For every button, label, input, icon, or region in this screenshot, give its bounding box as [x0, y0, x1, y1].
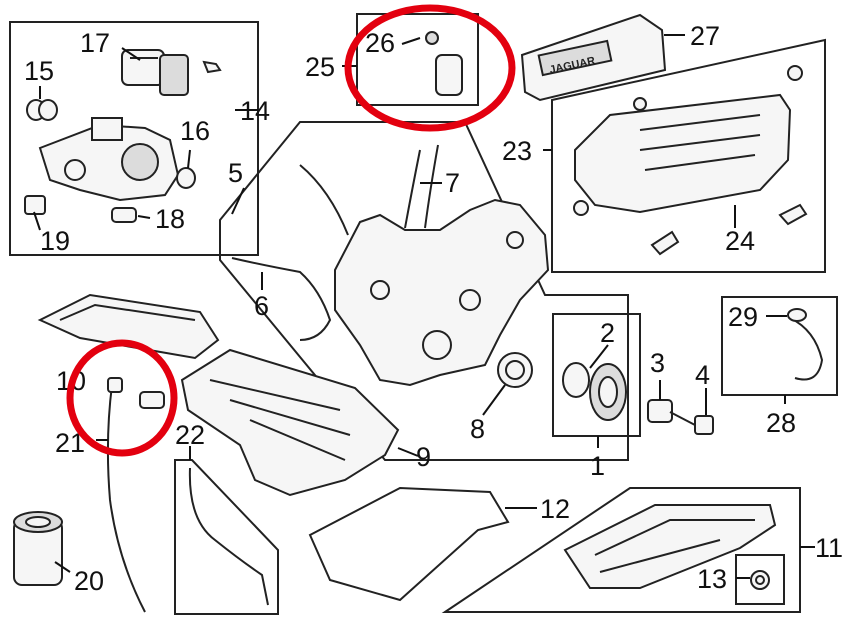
callout-7: 7 — [445, 168, 460, 198]
thermostat-housing-assembly — [38, 117, 180, 202]
engine-cover-27: JAGUAR — [520, 13, 667, 102]
lower-oil-pan-11 — [563, 504, 777, 589]
group-box-valve-cover — [551, 38, 826, 273]
thermostat-part-17 — [121, 49, 189, 96]
callout-24: 24 — [725, 226, 755, 256]
clip-16 — [176, 167, 196, 189]
sensor-3 — [647, 399, 673, 423]
connector-4 — [669, 411, 714, 435]
bolt-small-top — [202, 60, 222, 74]
group-box-bolt — [735, 554, 785, 605]
group-box-oil-pan — [441, 487, 801, 613]
group-box-hose — [721, 296, 838, 396]
breather-valve — [425, 31, 463, 96]
callout-6: 6 — [254, 291, 269, 321]
hose-28 — [787, 308, 824, 381]
callout-26: 26 — [365, 28, 395, 58]
callout-29: 29 — [728, 302, 758, 332]
callout-11: 11 — [815, 533, 843, 563]
callout-25: 25 — [305, 52, 335, 82]
callout-15: 15 — [24, 56, 54, 86]
tube-bracket — [139, 391, 165, 409]
highlight-circle-dipstick — [66, 339, 178, 457]
callout-2: 2 — [600, 318, 615, 348]
callout-19: 19 — [40, 226, 70, 256]
plug-19 — [24, 195, 46, 215]
sensor-18 — [111, 207, 137, 223]
highlight-circle-breather — [344, 4, 516, 132]
callout-1: 1 — [590, 451, 605, 481]
seal-ring-15 — [26, 99, 58, 121]
callout-8: 8 — [470, 414, 485, 444]
group-box-timing-cover — [219, 121, 629, 461]
gasket-7 — [299, 144, 439, 236]
callout-23: 23 — [502, 136, 532, 166]
callout-5: 5 — [228, 158, 243, 188]
upper-oil-pan-9 — [180, 348, 400, 497]
callout-3: 3 — [650, 348, 665, 378]
group-box-breather — [356, 13, 479, 106]
callout-4: 4 — [695, 360, 710, 390]
callout-labels: 17 15 14 16 18 19 5 6 7 8 9 10 21 22 20 … — [24, 21, 843, 596]
dipstick-21 — [106, 377, 146, 613]
valve-cover-23 — [573, 93, 792, 216]
callout-14: 14 — [240, 96, 270, 126]
callout-20: 20 — [74, 566, 104, 596]
crank-seal-8 — [497, 352, 533, 388]
callout-27: 27 — [690, 21, 720, 51]
callout-16: 16 — [180, 116, 210, 146]
bolt-24 — [650, 203, 808, 256]
drain-bolt-13 — [750, 570, 770, 590]
lower-gasket-12 — [308, 486, 510, 602]
callout-13: 13 — [697, 564, 727, 594]
callout-22: 22 — [175, 420, 205, 450]
bolt-top-valve-cover — [787, 65, 803, 81]
group-box-thermostat-housing — [9, 21, 259, 256]
upper-gasket-10 — [37, 293, 220, 360]
callout-17: 17 — [80, 28, 110, 58]
callout-9: 9 — [416, 442, 431, 472]
group-box-seal — [552, 313, 641, 437]
callout-28: 28 — [766, 408, 796, 438]
callout-12: 12 — [540, 494, 570, 524]
timing-cover — [334, 198, 550, 387]
dipstick-tube-22 — [188, 467, 269, 606]
gasket-6 — [231, 257, 332, 341]
oil-filter-20 — [13, 511, 63, 586]
callout-18: 18 — [155, 204, 185, 234]
front-seal-1 — [562, 362, 627, 421]
